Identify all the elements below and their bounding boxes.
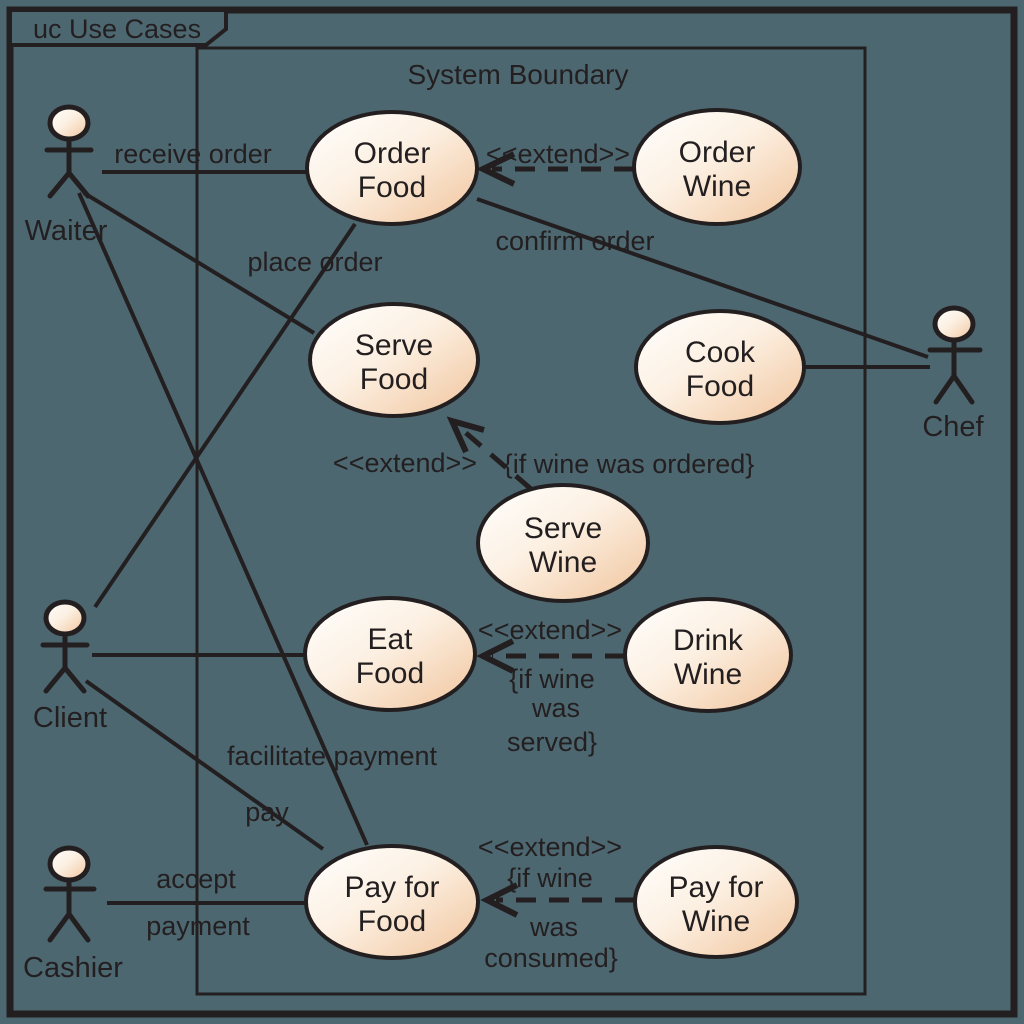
label-place-order: place order bbox=[247, 247, 382, 277]
use-case-pay-for-wine: Pay for Wine bbox=[633, 845, 799, 959]
use-case-cook-food-ellipse bbox=[634, 309, 806, 425]
actor-client-leg-right bbox=[62, 665, 87, 694]
use-case-drink-wine-label1: Drink bbox=[673, 624, 744, 657]
extend-arrowhead-order bbox=[476, 151, 516, 187]
association-order-food-chef bbox=[476, 197, 929, 359]
label-accept-payment-1: accept bbox=[156, 864, 236, 894]
use-case-eat-food-ellipse bbox=[303, 596, 477, 712]
label-receive-order: receive order bbox=[114, 139, 272, 169]
actor-cashier-leg-right bbox=[66, 911, 91, 943]
label-extend-order: <<extend>> bbox=[486, 139, 630, 169]
association-waiter-serve-food bbox=[82, 191, 316, 335]
use-case-eat-food-label2: Food bbox=[356, 657, 424, 690]
frame-tag-label: uc Use Cases bbox=[33, 14, 201, 44]
label-extend-serve: <<extend>> bbox=[333, 448, 477, 478]
use-case-cook-food: Cook Food bbox=[634, 309, 806, 425]
use-case-order-food: Order Food bbox=[305, 110, 479, 226]
actor-client-head-icon bbox=[43, 599, 87, 637]
actor-chef-head-icon bbox=[932, 305, 976, 343]
actor-cashier-head-icon bbox=[47, 845, 91, 883]
use-case-serve-food: Serve Food bbox=[308, 302, 480, 418]
use-case-drink-wine-ellipse bbox=[623, 597, 793, 713]
system-boundary-label: System Boundary bbox=[408, 59, 629, 90]
use-case-serve-wine-ellipse bbox=[476, 483, 650, 603]
label-condition-eat-1: {if wine bbox=[509, 664, 595, 694]
label-condition-pay-2: was bbox=[529, 912, 578, 942]
actor-chef-leg-right bbox=[951, 373, 975, 405]
use-case-order-food-label2: Food bbox=[358, 171, 426, 204]
label-condition-eat-2: was bbox=[531, 693, 580, 723]
extend-arrowhead-eat bbox=[476, 638, 515, 674]
use-case-eat-food-label1: Eat bbox=[367, 623, 413, 656]
label-condition-eat-3: served} bbox=[507, 727, 597, 757]
label-extend-eat: <<extend>> bbox=[478, 615, 622, 645]
use-case-cook-food-label1: Cook bbox=[685, 336, 756, 369]
actor-cashier-label: Cashier bbox=[23, 952, 123, 984]
label-condition-serve: {if wine was ordered} bbox=[504, 449, 755, 479]
extend-arrowhead-pay bbox=[480, 882, 519, 918]
use-case-order-wine: Order Wine bbox=[632, 108, 802, 226]
label-pay: pay bbox=[245, 797, 289, 827]
actor-waiter-label: Waiter bbox=[25, 215, 108, 247]
use-case-serve-food-label2: Food bbox=[360, 363, 428, 396]
extend-serve-wine-serve-food bbox=[457, 425, 533, 491]
use-case-serve-wine-label2: Wine bbox=[529, 546, 597, 579]
frame-border bbox=[6, 6, 1018, 1018]
association-client-pay-for-food bbox=[84, 679, 325, 851]
use-case-pay-for-food-ellipse bbox=[304, 844, 480, 960]
actor-chef: Chef bbox=[922, 305, 985, 443]
use-case-order-food-label1: Order bbox=[354, 137, 431, 170]
actor-chef-label: Chef bbox=[922, 411, 984, 443]
use-case-serve-wine: Serve Wine bbox=[476, 483, 650, 603]
actor-waiter: Waiter bbox=[25, 104, 108, 247]
use-case-order-wine-ellipse bbox=[632, 108, 802, 226]
use-case-eat-food: Eat Food bbox=[303, 596, 477, 712]
use-case-cook-food-label2: Food bbox=[686, 370, 754, 403]
use-case-pay-for-wine-ellipse bbox=[633, 845, 799, 959]
use-case-order-wine-label1: Order bbox=[679, 136, 756, 169]
actor-waiter-leg-left bbox=[47, 170, 72, 199]
use-case-drink-wine-label2: Wine bbox=[674, 658, 742, 691]
label-facilitate-payment: facilitate payment bbox=[227, 741, 438, 771]
actor-waiter-leg-right bbox=[66, 170, 91, 199]
system-boundary-box bbox=[195, 46, 867, 996]
use-case-serve-food-ellipse bbox=[308, 302, 480, 418]
use-case-pay-for-wine-label1: Pay for bbox=[668, 871, 763, 904]
label-accept-payment-2: payment bbox=[146, 911, 250, 941]
actor-waiter-head-icon bbox=[47, 104, 91, 142]
label-extend-pay: <<extend>> bbox=[478, 832, 622, 862]
actor-chef-leg-left bbox=[933, 373, 957, 405]
actor-client-leg-left bbox=[43, 665, 68, 694]
use-case-drink-wine: Drink Wine bbox=[623, 597, 793, 713]
label-condition-pay-3: consumed} bbox=[484, 943, 618, 973]
use-case-serve-food-label1: Serve bbox=[355, 329, 433, 362]
actor-cashier: Cashier bbox=[23, 845, 123, 984]
use-case-pay-for-food-label1: Pay for bbox=[344, 871, 439, 904]
label-confirm-order: confirm order bbox=[495, 226, 654, 256]
use-case-pay-for-food-label2: Food bbox=[358, 905, 426, 938]
use-case-pay-for-food: Pay for Food bbox=[304, 844, 480, 960]
use-case-order-food-ellipse bbox=[305, 110, 479, 226]
use-case-serve-wine-label1: Serve bbox=[524, 512, 602, 545]
association-client-order-food bbox=[93, 222, 357, 609]
extend-arrowhead-serve bbox=[446, 416, 485, 454]
actor-client-label: Client bbox=[33, 702, 107, 734]
frame-tab bbox=[8, 8, 228, 47]
association-waiter-pay-for-food bbox=[77, 192, 369, 846]
use-case-order-wine-label2: Wine bbox=[683, 170, 751, 203]
actor-cashier-leg-left bbox=[47, 911, 72, 943]
use-case-pay-for-wine-label2: Wine bbox=[682, 905, 750, 938]
label-condition-pay-1: {if wine bbox=[507, 863, 593, 893]
actor-client: Client bbox=[33, 599, 107, 734]
